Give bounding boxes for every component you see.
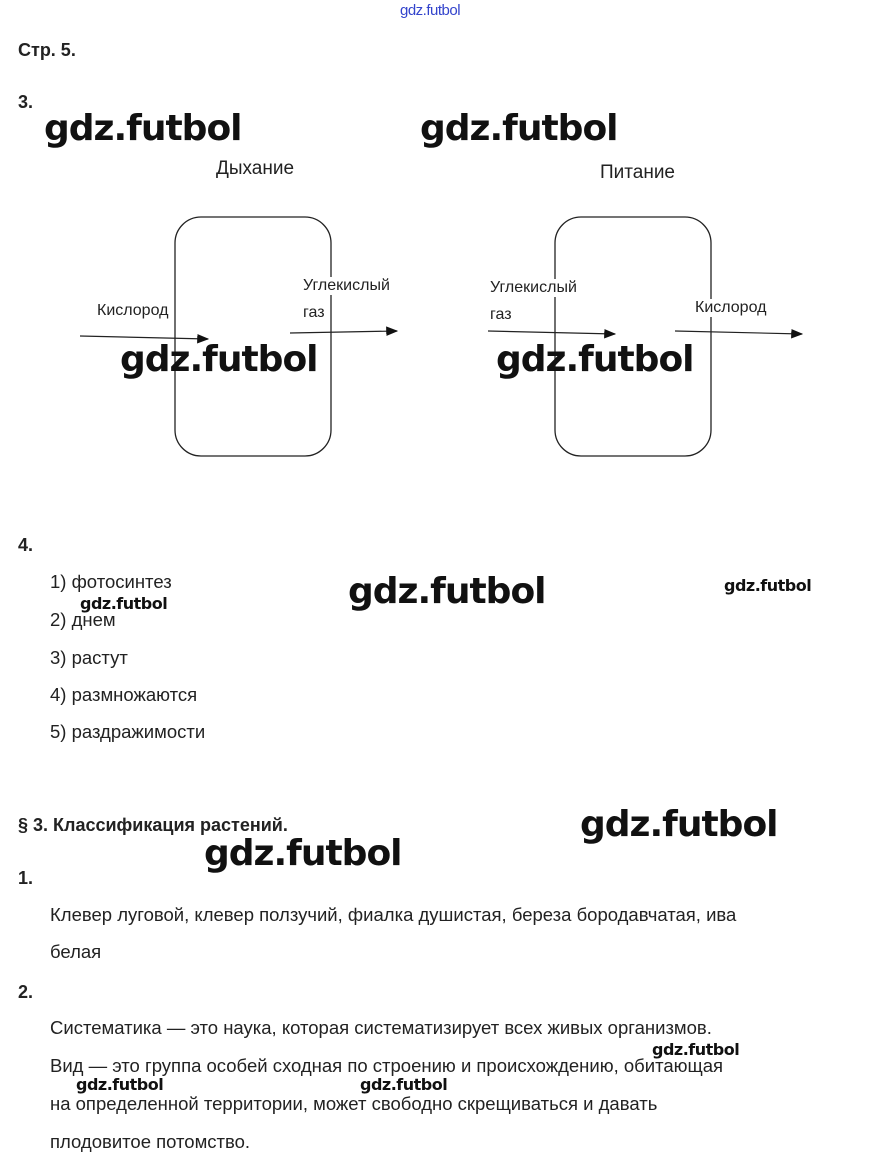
q2-line: плодовитое потомство. bbox=[50, 1131, 251, 1152]
q1-line: белая bbox=[50, 941, 102, 962]
section-title: § 3. Классификация растений. bbox=[18, 815, 288, 835]
watermark: gdz.futbol bbox=[724, 576, 812, 595]
watermark: gdz.futbol bbox=[496, 339, 695, 380]
watermark: gdz.futbol bbox=[360, 1075, 448, 1094]
watermark: gdz.futbol bbox=[420, 108, 619, 149]
list-item: 5) раздражимости bbox=[50, 721, 206, 742]
watermark: gdz.futbol bbox=[80, 594, 168, 613]
page-label: Стр. 5. bbox=[18, 40, 76, 60]
watermark: gdz.futbol bbox=[120, 339, 319, 380]
diagram-title-nutrition: Питание bbox=[600, 162, 675, 183]
watermark: gdz.futbol bbox=[348, 571, 547, 612]
watermark: gdz.futbol bbox=[580, 804, 779, 845]
watermark: gdz.futbol bbox=[44, 108, 243, 149]
top-link[interactable]: gdz.futbol bbox=[400, 2, 461, 19]
q1-number: 1. bbox=[18, 868, 34, 888]
q1-line: Клевер луговой, клевер ползучий, фиалка … bbox=[50, 904, 737, 925]
list-item: 2) днем bbox=[50, 609, 116, 630]
diagram-title-respiration: Дыхание bbox=[216, 158, 295, 179]
q2-number: 2. bbox=[18, 982, 34, 1002]
q2-line: Систематика — это наука, которая система… bbox=[50, 1017, 712, 1038]
label-co2-out-1: Углекислый bbox=[301, 277, 392, 295]
q2-line: на определенной территории, может свобод… bbox=[50, 1093, 658, 1114]
oxygen-out-arrow bbox=[674, 328, 804, 339]
oxygen-in-arrow bbox=[79, 333, 210, 344]
nutrition-box bbox=[554, 216, 712, 457]
q2-line: Вид — это группа особей сходная по строе… bbox=[50, 1055, 724, 1076]
task4-number: 4. bbox=[18, 535, 34, 555]
respiration-box bbox=[174, 216, 332, 457]
co2-out-arrow bbox=[289, 326, 399, 337]
label-oxygen-in: Кислород bbox=[95, 302, 171, 320]
label-co2-in-1: Углекислый bbox=[488, 279, 579, 297]
watermark: gdz.futbol bbox=[652, 1040, 740, 1059]
label-co2-out-2: газ bbox=[301, 304, 327, 322]
watermark: gdz.futbol bbox=[204, 833, 403, 874]
list-item: 1) фотосинтез bbox=[50, 571, 172, 592]
label-co2-in-2: газ bbox=[488, 306, 514, 324]
co2-in-arrow bbox=[487, 328, 617, 339]
task3-number: 3. bbox=[18, 92, 34, 112]
label-oxygen-out: Кислород bbox=[693, 299, 769, 317]
list-item: 4) размножаются bbox=[50, 684, 198, 705]
watermark: gdz.futbol bbox=[76, 1075, 164, 1094]
list-item: 3) растут bbox=[50, 647, 128, 668]
diagram bbox=[79, 216, 804, 457]
